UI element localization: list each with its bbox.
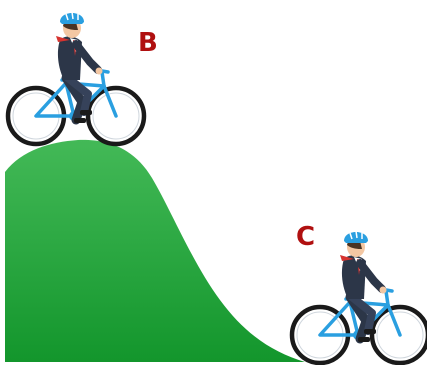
cyclist-at-b (8, 12, 144, 144)
point-label-b: B (138, 28, 158, 58)
point-label-c: C (296, 222, 316, 252)
hill (5, 139, 305, 362)
